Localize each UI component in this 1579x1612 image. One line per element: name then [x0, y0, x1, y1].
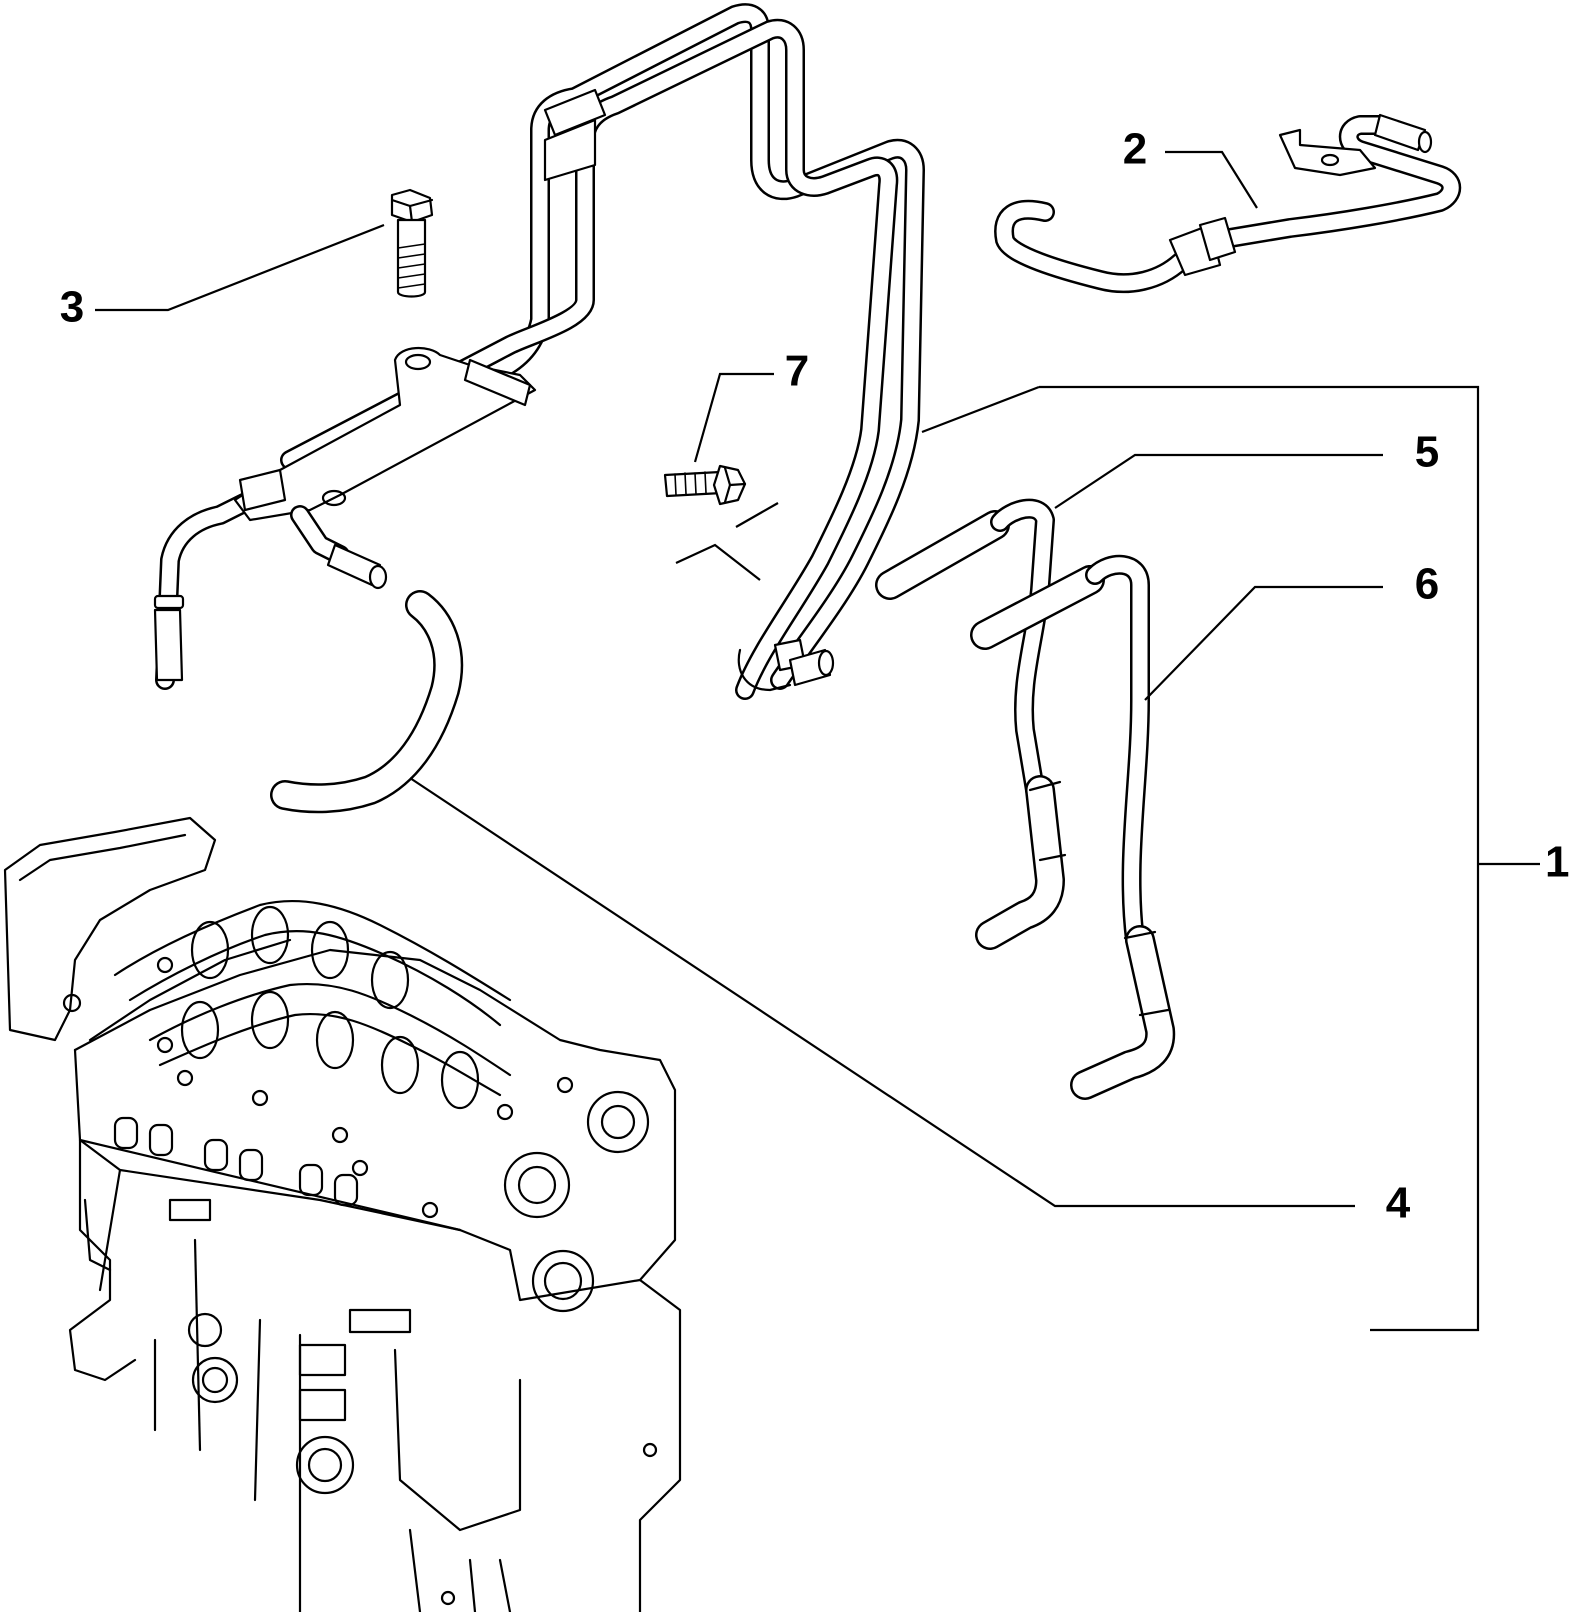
callout-4: 4	[1386, 1179, 1411, 1228]
bolt-7	[663, 464, 747, 506]
hose-4	[270, 590, 464, 814]
callout-3: 3	[60, 283, 84, 332]
bolt-3	[390, 188, 434, 298]
engine-cylinder-head	[3, 816, 682, 1612]
leader-lines	[95, 150, 1540, 1332]
callout-labels: 1 2 3 4 5 6 7	[60, 125, 1570, 1228]
pipe-assembly	[153, 3, 925, 700]
callout-2: 2	[1123, 125, 1147, 174]
pipe-with-bracket	[994, 113, 1462, 294]
hose-pipe-5	[875, 498, 1067, 950]
callout-6: 6	[1415, 560, 1439, 609]
callout-1: 1	[1545, 838, 1569, 887]
callout-7: 7	[785, 347, 809, 396]
callout-5: 5	[1415, 428, 1439, 477]
hose-pipe-6	[970, 554, 1176, 1100]
